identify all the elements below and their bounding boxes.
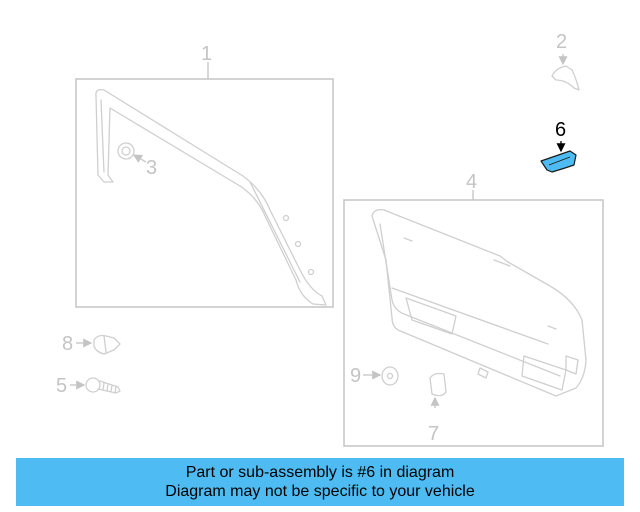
banner-line-1: Part or sub-assembly is #6 in diagram [185, 464, 455, 481]
part-8-clip [93, 334, 121, 355]
liftgate-trim-panel [371, 208, 587, 397]
part-2-group: 2 [551, 31, 580, 91]
callout-5[interactable]: 5 [56, 375, 67, 397]
part-5-screw-shank [97, 380, 121, 394]
part-4-frame [343, 199, 604, 447]
part-2-bracket [551, 65, 580, 91]
callout-4[interactable]: 4 [466, 171, 477, 193]
callout-9[interactable]: 9 [350, 365, 361, 387]
part-4-group: 4 9 7 [343, 171, 604, 447]
part-9-grommet [381, 366, 399, 386]
part-5-screw-head [85, 377, 101, 393]
part-1-frame [75, 78, 334, 308]
pillar-trim [95, 88, 327, 306]
callout-2[interactable]: 2 [556, 31, 567, 53]
callout-6[interactable]: 6 [555, 119, 566, 141]
callout-8[interactable]: 8 [62, 333, 73, 355]
info-banner: Part or sub-assembly is #6 in diagram Di… [16, 458, 624, 506]
part-5-group: 5 [56, 375, 121, 397]
part-7-cap [429, 372, 447, 397]
banner-line-2: Diagram may not be specific to your vehi… [165, 483, 475, 500]
part-3-clip [117, 142, 135, 160]
part-6-group: 6 [540, 119, 577, 173]
callout-7[interactable]: 7 [428, 423, 439, 445]
part-8-group: 8 [62, 333, 121, 355]
part-1-group: 1 3 [75, 43, 334, 308]
callout-3[interactable]: 3 [146, 157, 157, 179]
callout-1[interactable]: 1 [201, 43, 212, 65]
